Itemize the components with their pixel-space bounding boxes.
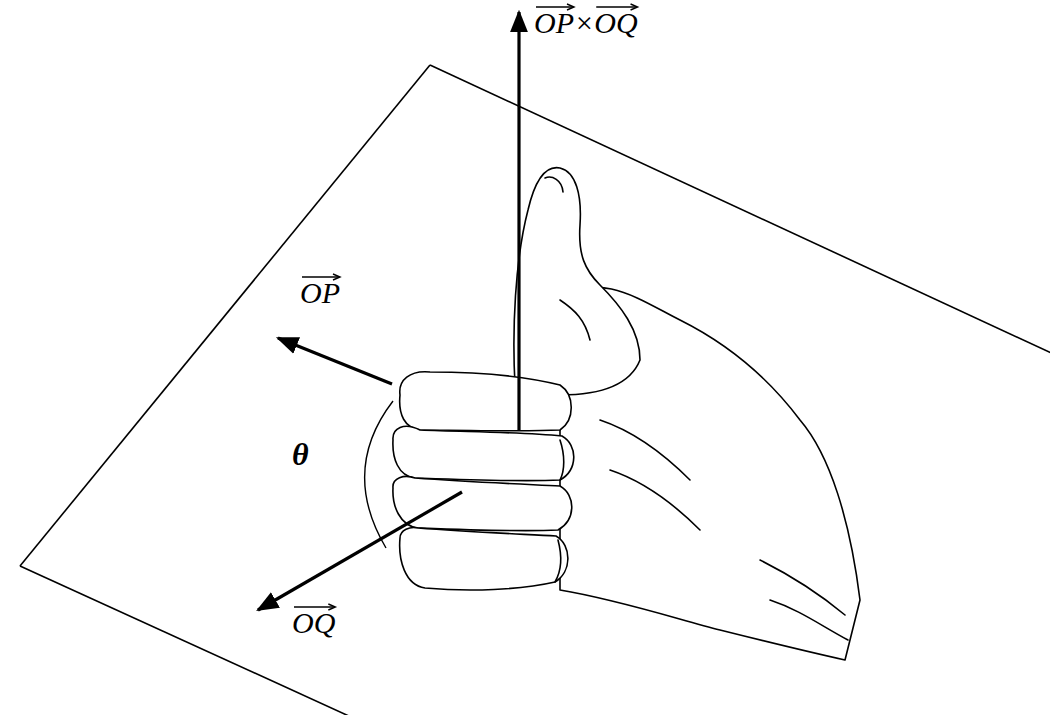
plane-outline bbox=[20, 65, 1050, 715]
vector-arrows bbox=[258, 12, 519, 610]
right-hand bbox=[393, 168, 860, 660]
angle-arc bbox=[365, 401, 393, 548]
vector-label: OQ bbox=[292, 598, 335, 641]
vector-label: OP bbox=[300, 268, 340, 311]
vector-label: OP×OQ bbox=[534, 0, 638, 41]
vector-label: θ bbox=[292, 428, 309, 473]
